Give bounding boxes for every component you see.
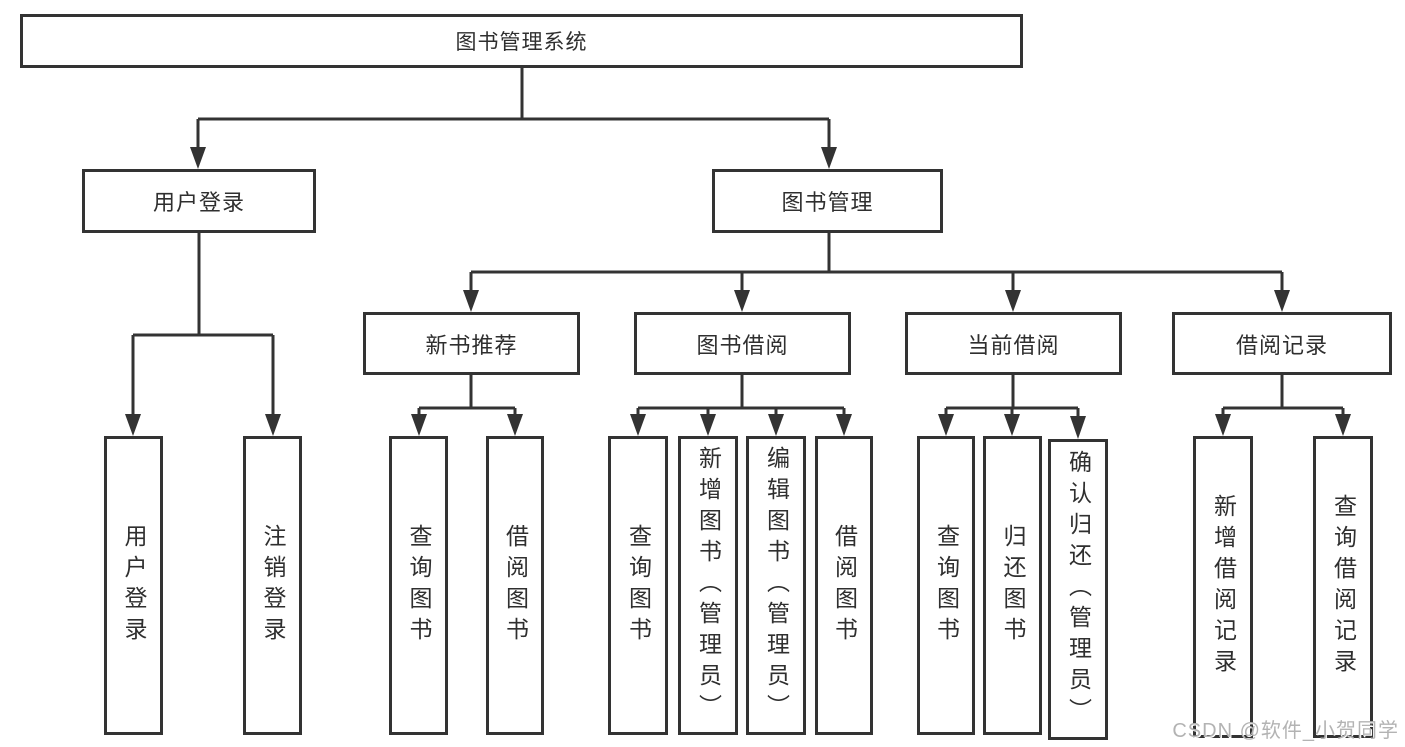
node-current-borrow: 当前借阅 — [905, 312, 1122, 375]
leaf-confirm-return-admin-label: 确认归还（管理员） — [1065, 450, 1092, 729]
node-book-borrow-label: 图书借阅 — [696, 332, 789, 358]
node-root: 图书管理系统 — [20, 14, 1023, 68]
leaf-query-book-recommend-label: 查询图书 — [406, 523, 432, 648]
csdn-watermark: CSDN @软件_小贺同学 — [1172, 720, 1399, 742]
leaf-borrow-book-recommend: 借阅图书 — [486, 436, 544, 735]
node-book-borrow: 图书借阅 — [634, 312, 851, 375]
leaf-return-book-label: 归还图书 — [1000, 523, 1026, 648]
node-new-book-recommend: 新书推荐 — [363, 312, 580, 375]
leaf-borrow-book-label: 借阅图书 — [831, 523, 858, 648]
node-new-book-recommend-label: 新书推荐 — [425, 332, 518, 358]
leaf-edit-book-admin-label: 编辑图书（管理员） — [763, 446, 790, 725]
leaf-logout: 注销登录 — [243, 436, 302, 735]
node-user-login: 用户登录 — [82, 169, 316, 233]
leaf-confirm-return-admin: 确认归还（管理员） — [1048, 439, 1108, 740]
leaf-add-book-admin-label: 新增图书（管理员） — [695, 446, 722, 725]
node-borrow-records-label: 借阅记录 — [1235, 332, 1328, 358]
leaf-edit-book-admin: 编辑图书（管理员） — [746, 436, 806, 735]
leaf-query-borrow-record: 查询借阅记录 — [1313, 436, 1373, 738]
leaf-borrow-book-recommend-label: 借阅图书 — [502, 523, 529, 648]
leaf-user-login: 用户登录 — [104, 436, 163, 735]
leaf-return-book: 归还图书 — [983, 436, 1042, 735]
node-current-borrow-label: 当前借阅 — [967, 332, 1060, 358]
leaf-borrow-book: 借阅图书 — [815, 436, 873, 735]
leaf-query-book-current: 查询图书 — [917, 436, 975, 735]
leaf-add-borrow-record: 新增借阅记录 — [1193, 436, 1253, 738]
leaf-logout-label: 注销登录 — [260, 523, 286, 648]
leaf-add-book-admin: 新增图书（管理员） — [678, 436, 738, 735]
leaf-query-book-borrow-label: 查询图书 — [625, 523, 652, 648]
leaf-query-book-recommend: 查询图书 — [389, 436, 448, 735]
node-root-label: 图书管理系统 — [455, 31, 588, 54]
leaf-query-book-borrow: 查询图书 — [608, 436, 668, 735]
leaf-user-login-label: 用户登录 — [121, 523, 147, 648]
leaf-query-borrow-record-label: 查询借阅记录 — [1330, 494, 1357, 680]
node-borrow-records: 借阅记录 — [1172, 312, 1392, 375]
arrowheads — [125, 147, 1351, 439]
node-book-management: 图书管理 — [712, 169, 943, 233]
leaf-query-book-current-label: 查询图书 — [933, 523, 960, 648]
leaf-add-borrow-record-label: 新增借阅记录 — [1210, 494, 1237, 680]
node-book-management-label: 图书管理 — [781, 190, 874, 215]
connector-paths — [131, 68, 1345, 420]
node-user-login-label: 用户登录 — [152, 190, 245, 215]
